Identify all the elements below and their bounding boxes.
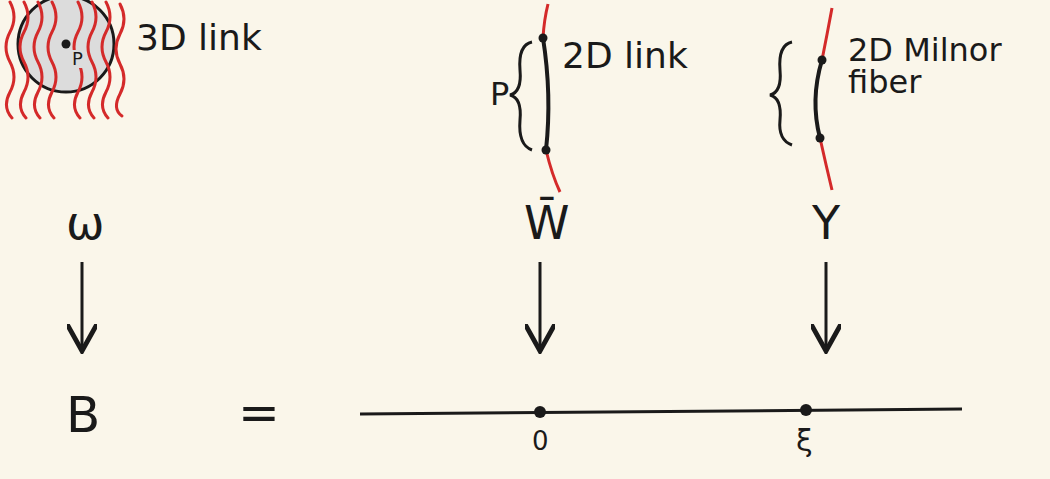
map-arrows <box>82 262 826 348</box>
brace <box>510 42 532 150</box>
fiber-label: 2D Milnor fiber <box>848 34 1038 98</box>
circle-outline <box>16 0 116 94</box>
space-symbol: W̄ <box>524 200 569 246</box>
space-symbol: Y <box>812 200 840 246</box>
link-label: 2D link <box>562 38 688 74</box>
end-dot <box>816 134 825 143</box>
space-symbol: ω <box>66 200 105 246</box>
point-label: 0 <box>532 428 549 454</box>
link-curve <box>543 38 548 150</box>
red-curve <box>820 138 832 190</box>
red-curve <box>546 150 560 192</box>
end-dot <box>542 146 551 155</box>
point-label: P <box>70 50 85 68</box>
point-label: P <box>490 78 509 110</box>
circle-region: P <box>16 0 116 94</box>
red-curve <box>543 4 548 38</box>
base-symbol: B <box>66 390 100 440</box>
point-label: ξ <box>796 426 813 456</box>
brace <box>770 42 792 145</box>
end-dot <box>539 34 548 43</box>
end-dot <box>818 56 827 65</box>
link-label: 3D link <box>136 20 262 56</box>
red-curve <box>822 8 832 60</box>
fiber-curve <box>815 60 822 138</box>
point-dot <box>62 40 71 49</box>
base-point <box>534 406 546 418</box>
base-point <box>800 404 812 416</box>
equals-sign: = <box>238 388 280 438</box>
base-line <box>360 409 962 414</box>
